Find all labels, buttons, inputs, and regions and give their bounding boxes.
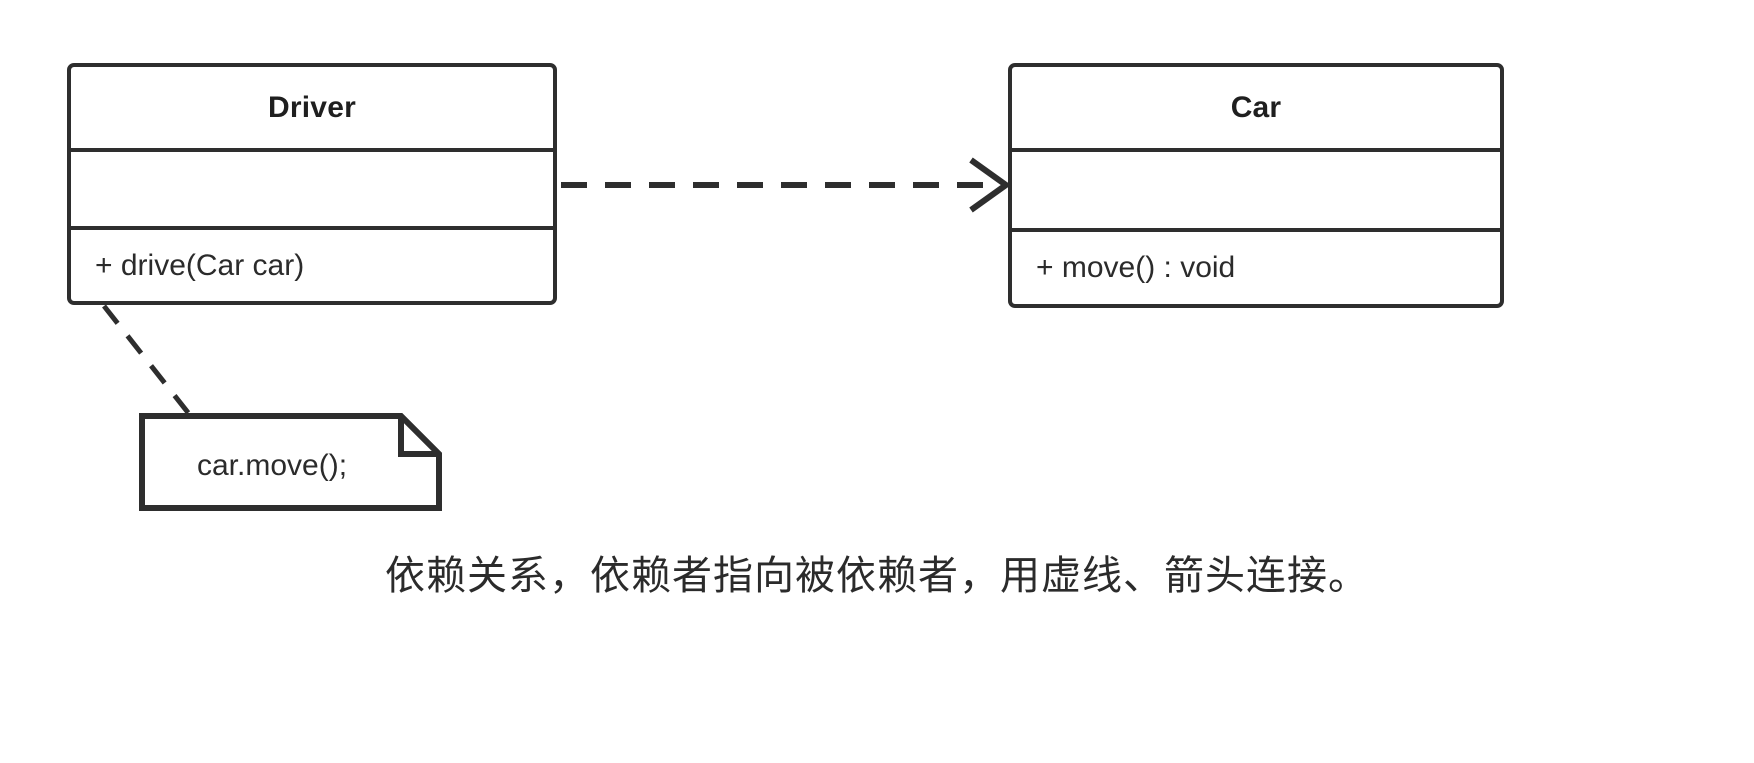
dependency-arrow-head	[969, 157, 1012, 213]
note-shape	[139, 413, 442, 511]
uml-note[interactable]: car.move();	[139, 413, 442, 511]
class-methods-compartment: + move() : void	[1012, 232, 1500, 304]
uml-class-car[interactable]: Car + move() : void	[1008, 63, 1504, 308]
class-method-label: + move() : void	[1036, 251, 1236, 284]
class-attributes-compartment	[71, 152, 553, 230]
class-name-label: Car	[1230, 90, 1282, 124]
class-name-compartment: Car	[1012, 67, 1500, 152]
class-attributes-compartment	[1012, 152, 1500, 232]
class-methods-compartment: + drive(Car car)	[71, 230, 553, 301]
class-name-compartment: Driver	[71, 67, 553, 152]
note-anchor-dashed-line	[102, 304, 199, 426]
uml-class-driver[interactable]: Driver + drive(Car car)	[67, 63, 557, 305]
note-text: car.move();	[197, 449, 348, 482]
class-name-label: Driver	[268, 90, 356, 124]
class-method-label: + drive(Car car)	[95, 248, 305, 282]
diagram-caption: 依赖关系，依赖者指向被依赖者，用虚线、箭头连接。	[385, 553, 1369, 599]
